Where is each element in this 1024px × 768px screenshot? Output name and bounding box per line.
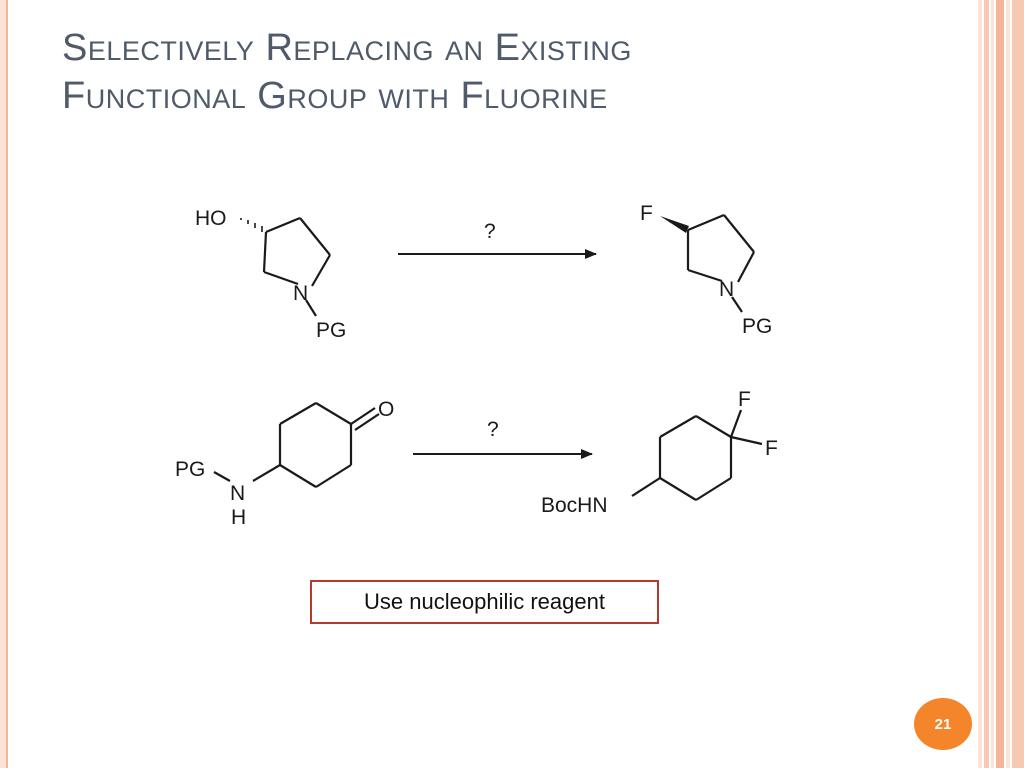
reactant-1-nitrogen-label: N <box>293 282 308 305</box>
product-1-fluorine-label: F <box>640 202 653 225</box>
right-decorative-stripes <box>978 0 1024 768</box>
reactant-2-hydrogen-label: H <box>231 506 246 529</box>
page-number-badge: 21 <box>914 698 972 750</box>
title-line-1: Selectively Replacing an Existing <box>62 27 632 69</box>
product-1-nitrogen-label: N <box>719 278 734 301</box>
reactant-2-carbonyl-label: O <box>378 398 394 421</box>
product-2-fluorine-right-label: F <box>765 437 778 460</box>
reaction-1-arrow-label: ? <box>484 220 496 243</box>
reactant-1-pg-label: PG <box>316 319 346 342</box>
left-decorative-rule <box>0 0 8 768</box>
hashed-wedge-bond <box>240 218 263 232</box>
page-number: 21 <box>934 715 952 733</box>
reactant-1-hydroxyl-label: HO <box>195 207 227 230</box>
reactant-1-structure <box>240 216 331 317</box>
product-2-structure <box>631 409 763 501</box>
product-2-fluorine-top-label: F <box>738 388 751 411</box>
product-2-amine-label: BocHN <box>541 494 608 517</box>
reactant-2-pg-label: PG <box>175 458 205 481</box>
note-box: Use nucleophilic reagent <box>310 580 659 624</box>
wedge-bond <box>660 216 689 233</box>
reactant-2-structure <box>213 402 380 488</box>
title-line-2: Functional Group with Fluorine <box>62 75 608 117</box>
product-1-structure <box>686 213 755 313</box>
reactant-2-nitrogen-label: N <box>230 482 245 505</box>
slide-title: Selectively Replacing an Existing Functi… <box>62 24 962 120</box>
note-text: Use nucleophilic reagent <box>364 589 605 614</box>
product-1-pg-label: PG <box>742 315 772 338</box>
reaction-2-arrow-label: ? <box>487 418 499 441</box>
